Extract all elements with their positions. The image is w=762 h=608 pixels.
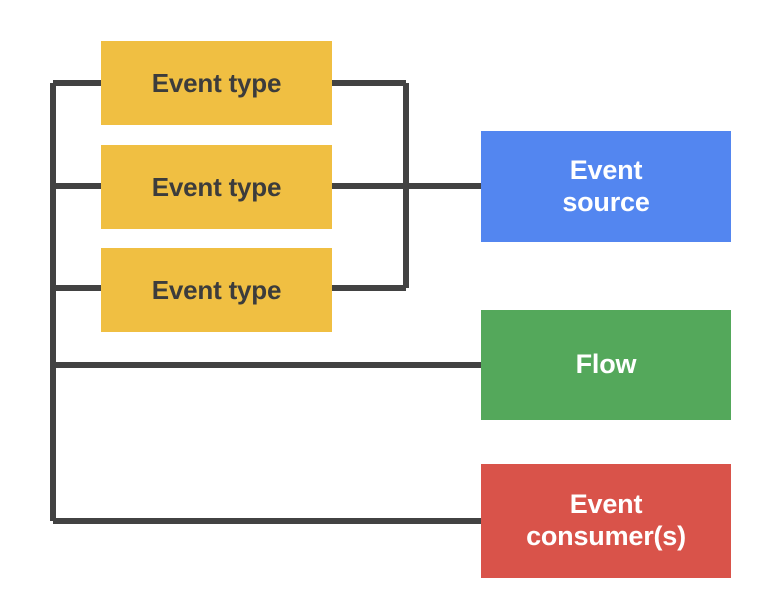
node-event-type-2[interactable]: Event type (101, 145, 332, 229)
node-event-type-1[interactable]: Event type (101, 41, 332, 125)
node-event-consumer[interactable]: Event consumer(s) (481, 464, 731, 578)
node-event-type-3[interactable]: Event type (101, 248, 332, 332)
node-flow[interactable]: Flow (481, 310, 731, 420)
node-event-source[interactable]: Event source (481, 131, 731, 242)
